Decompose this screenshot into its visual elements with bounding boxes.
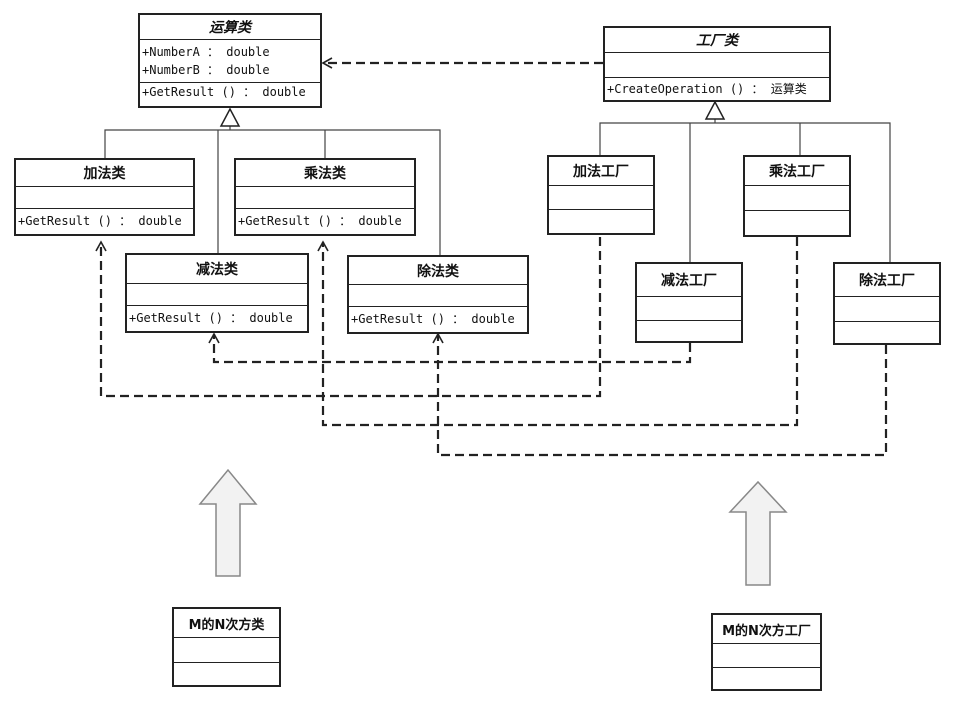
add-factory-box: 加法工厂 — [547, 155, 655, 235]
mul-class-name: 乘法类 — [236, 160, 414, 187]
div-factory-name: 除法工厂 — [835, 264, 939, 297]
factory-attributes — [605, 53, 829, 78]
operation-class-box: 运算类 +NumberA ： double +NumberB ： double … — [138, 13, 322, 108]
operation-inheritance-tree — [104, 126, 441, 255]
operation-methods: +GetResult () ： double — [140, 83, 320, 106]
sub-class-name: 减法类 — [127, 255, 307, 284]
attribute-number-a: +NumberA ： double — [142, 45, 270, 59]
add-class-name: 加法类 — [16, 160, 193, 187]
add-factory-dependency — [95, 237, 602, 398]
div-factory-box: 除法工厂 — [833, 262, 941, 345]
mul-method-get-result: +GetResult () ： double — [238, 214, 402, 228]
power-factory-box: M的N次方工厂 — [711, 613, 822, 691]
sub-factory-name: 减法工厂 — [637, 264, 741, 297]
add-factory-name: 加法工厂 — [549, 157, 653, 186]
power-class-extension-arrow — [198, 468, 258, 577]
factory-class-box: 工厂类 +CreateOperation () ： 运算类 — [603, 26, 831, 102]
div-class-box: 除法类 +GetResult () ： double — [347, 255, 529, 334]
add-class-box: 加法类 +GetResult () ： double — [14, 158, 195, 236]
mul-class-box: 乘法类 +GetResult () ： double — [234, 158, 416, 236]
power-factory-extension-arrow — [728, 480, 788, 586]
mul-factory-dependency — [317, 237, 799, 427]
operation-attributes: +NumberA ： double +NumberB ： double — [140, 40, 320, 83]
power-class-name: M的N次方类 — [174, 609, 279, 638]
operation-class-name: 运算类 — [140, 15, 320, 40]
div-method-get-result: +GetResult () ： double — [351, 312, 515, 326]
power-factory-name: M的N次方工厂 — [713, 615, 820, 644]
operation-generalization-arrow — [219, 107, 241, 127]
add-method-get-result: +GetResult () ： double — [18, 214, 182, 228]
sub-factory-dependency — [208, 332, 692, 364]
sub-class-box: 减法类 +GetResult () ： double — [125, 253, 309, 333]
factory-generalization-arrow — [704, 100, 726, 120]
div-factory-dependency — [432, 332, 888, 457]
power-class-box: M的N次方类 — [172, 607, 281, 687]
method-create-operation: +CreateOperation () ： 运算类 — [607, 82, 807, 96]
div-class-name: 除法类 — [349, 257, 527, 285]
factory-class-name: 工厂类 — [605, 28, 829, 54]
sub-method-get-result: +GetResult () ： double — [129, 311, 293, 325]
mul-factory-box: 乘法工厂 — [743, 155, 851, 237]
sub-factory-box: 减法工厂 — [635, 262, 743, 343]
method-get-result: +GetResult () ： double — [142, 85, 306, 99]
attribute-number-b: +NumberB ： double — [142, 63, 270, 77]
factory-methods: +CreateOperation () ： 运算类 — [605, 78, 829, 100]
mul-factory-name: 乘法工厂 — [745, 157, 849, 186]
